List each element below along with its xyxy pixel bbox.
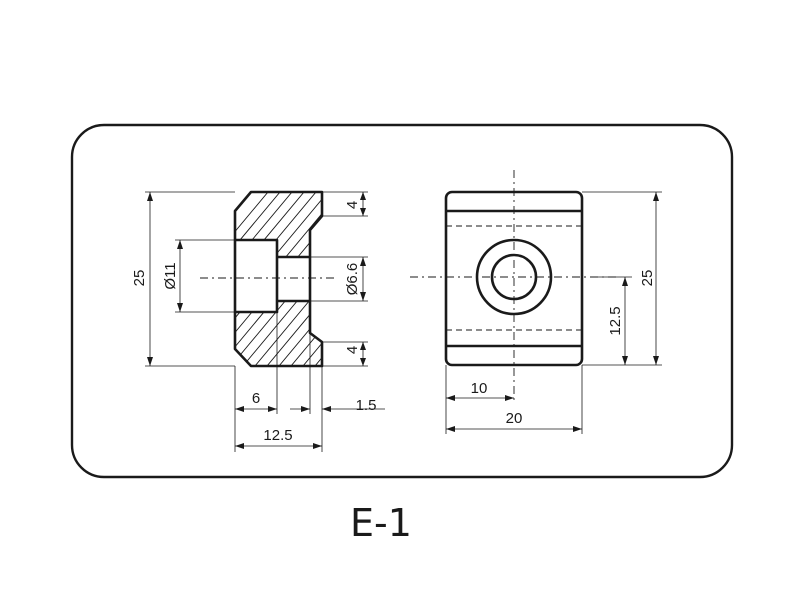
dim-hole-center-height: 12.5 (607, 306, 624, 335)
dim-front-width: 20 (506, 410, 523, 427)
dim-lip: 1.5 (356, 397, 377, 414)
dim-front-height: 25 (639, 270, 656, 287)
dim-counterbore-diameter: Ø11 (162, 262, 179, 289)
part-label: E-1 (350, 501, 412, 545)
dim-hole-diameter: Ø6.6 (344, 263, 361, 296)
dim-side-height: 25 (131, 270, 148, 287)
through-hole-circle (490, 253, 538, 301)
dim-hole-center-offset: 10 (471, 380, 488, 397)
dim-counterbore-depth: 6 (252, 390, 260, 407)
counterbore-circle (475, 238, 553, 316)
dim-bottom-slot: 4 (344, 346, 361, 354)
through-hole-outline (277, 255, 310, 303)
dim-top-slot: 4 (344, 201, 361, 209)
drawing-frame (70, 123, 734, 479)
counterbore-outline (235, 238, 279, 314)
side-section-view: 25 Ø11 Ø6.6 4 4 6 (131, 190, 385, 452)
dim-side-width: 12.5 (263, 427, 292, 444)
front-view: 25 12.5 10 20 (410, 170, 662, 434)
